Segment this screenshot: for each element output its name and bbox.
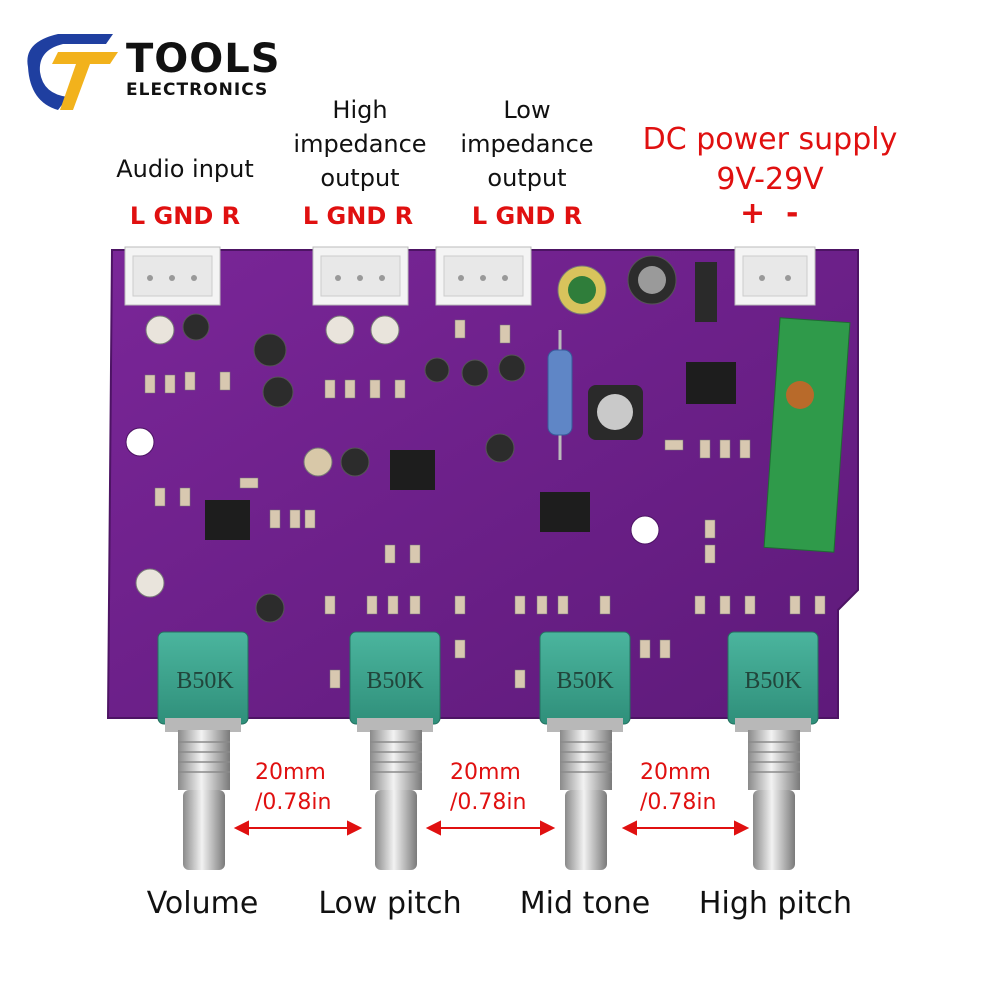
pot-value-volume: B50K	[176, 668, 234, 694]
spacing-mm: 20mm	[450, 760, 521, 785]
dc-power-line1: DC power supply	[642, 122, 898, 157]
spacing-label-1: 20mm /0.78in	[255, 758, 331, 818]
label-volume: Volume	[146, 886, 259, 921]
low-imp-line2: impedance	[460, 130, 594, 158]
potentiometer-high-pitch	[727, 631, 819, 870]
shaft-threads	[178, 741, 800, 773]
spacing-in: /0.78in	[450, 790, 527, 815]
dc-converter-module	[763, 317, 851, 553]
polarity-label: + -	[740, 196, 799, 231]
logo-mark-icon	[27, 34, 118, 110]
logo-title: TOOLS	[126, 36, 281, 82]
capacitors	[135, 255, 677, 623]
brand-logo: TOOLS ELECTRONICS	[18, 22, 280, 112]
spacing-in: /0.78in	[255, 790, 332, 815]
smd-components	[144, 319, 826, 689]
pot-value-high: B50K	[744, 668, 802, 694]
label-high-pitch: High pitch	[698, 886, 853, 921]
resistor	[547, 330, 573, 460]
potentiometer-low-pitch	[349, 631, 441, 870]
high-imp-pins: L GND R	[302, 202, 414, 230]
low-imp-line3: output	[487, 164, 567, 192]
potentiometer-volume	[157, 631, 249, 870]
low-impedance-label: Low impedance output	[437, 93, 617, 195]
spacing-mm: 20mm	[640, 760, 711, 785]
logo-subtitle: ELECTRONICS	[126, 80, 269, 100]
dc-power-line2: 9V-29V	[716, 162, 824, 197]
high-imp-line3: output	[320, 164, 400, 192]
label-mid-tone: Mid tone	[519, 886, 651, 921]
audio-input-label: Audio input	[116, 155, 254, 183]
connector-low-impedance	[435, 246, 532, 306]
spacing-label-3: 20mm /0.78in	[640, 758, 716, 818]
spacing-label-2: 20mm /0.78in	[450, 758, 526, 818]
spacing-arrows	[233, 820, 750, 836]
connector-audio-input	[124, 246, 221, 306]
high-impedance-label: High impedance output	[270, 93, 450, 195]
audio-input-pins: L GND R	[129, 202, 241, 230]
connector-high-impedance	[312, 246, 409, 306]
dc-power-label: DC power supply 9V-29V	[620, 120, 920, 200]
label-low-pitch: Low pitch	[318, 886, 462, 921]
spacing-mm: 20mm	[255, 760, 326, 785]
ic-chips	[205, 262, 736, 540]
connector-dc-power	[734, 246, 816, 306]
low-imp-line1: Low	[503, 96, 551, 124]
high-imp-line1: High	[332, 96, 388, 124]
pot-value-low: B50K	[366, 668, 424, 694]
spacing-in: /0.78in	[640, 790, 717, 815]
pot-value-mid: B50K	[556, 668, 614, 694]
high-imp-line2: impedance	[293, 130, 427, 158]
low-imp-pins: L GND R	[471, 202, 583, 230]
potentiometer-mid-tone	[539, 631, 631, 870]
